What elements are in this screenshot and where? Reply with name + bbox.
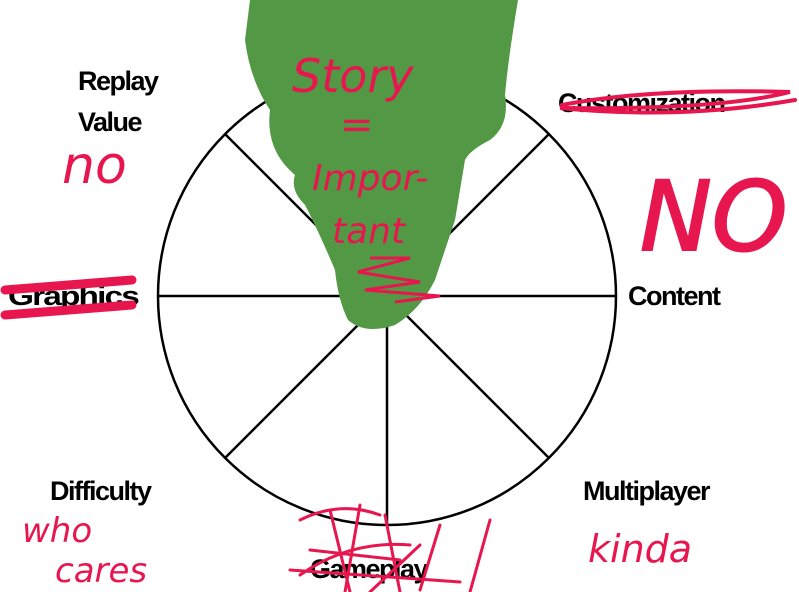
label-content: Content [628,281,721,311]
strike-customization [559,89,797,115]
annotation-important: Impor- [312,158,428,199]
label-multiplayer: Multiplayer [583,476,711,506]
green-highlight-story [245,0,518,329]
strike-graphics [0,275,137,320]
annotation-multiplayer-kinda: kinda [588,527,692,571]
annotation-z-scribble [357,256,441,304]
annotation-difficulty-cares: cares [55,551,147,591]
label-replay-value-2: Value [78,107,143,137]
label-difficulty: Difficulty [50,476,152,506]
strike-gameplay [288,503,492,592]
annotation-tant: tant [332,211,407,252]
annotation-content-no: NO [640,161,787,273]
annotation-replay-no: no [62,136,127,196]
annotation-difficulty-who: who [22,511,92,551]
scribbles [0,89,797,592]
label-replay-value: Replay [78,66,159,96]
annotation-story: Story [292,49,414,103]
annotation-equals: = [340,102,374,148]
